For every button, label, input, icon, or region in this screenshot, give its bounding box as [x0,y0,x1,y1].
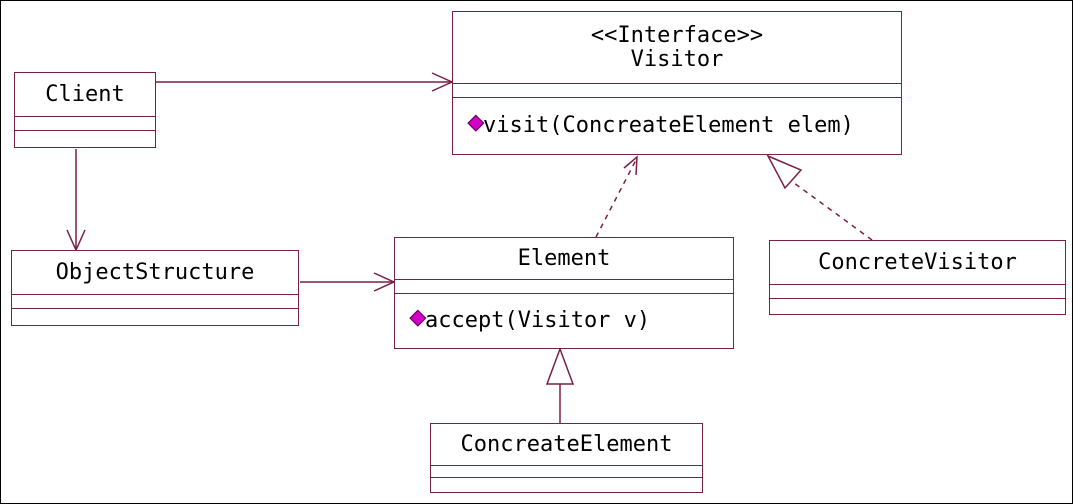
element-attributes [395,280,733,294]
objectstructure-class[interactable]: ObjectStructure [11,250,299,326]
client-class[interactable]: Client [14,72,156,148]
objectstructure-name: ObjectStructure [12,251,298,295]
concreateelement-to-element-generalization [545,346,575,423]
client-attributes [15,117,155,131]
concreateelement-attributes [431,466,702,478]
element-to-visitor-dependency [595,155,638,238]
visitor-visit-operation: visit(ConcreateElement elem) [483,113,854,138]
client-operations [15,131,155,146]
objectstructure-attributes [12,295,298,309]
visitor-operations: visit(ConcreateElement elem) [453,98,901,153]
concretevisitor-attributes [770,285,1065,299]
objectstructure-operations [12,309,298,324]
visitor-stereotype: <<Interface>> [590,22,764,48]
visitor-name: Visitor [630,46,724,72]
concretevisitor-name: ConcreteVisitor [770,241,1065,285]
visitor-interface[interactable]: <<Interface>> Visitor visit(ConcreateEle… [452,11,902,155]
objectstructure-to-element-association [300,272,396,292]
operation-icon [467,114,485,132]
concreateelement-class[interactable]: ConcreateElement [430,423,703,493]
concretevisitor-class[interactable]: ConcreteVisitor [769,240,1066,315]
visitor-attributes [453,84,901,98]
element-accept-operation: accept(Visitor v) [425,308,651,333]
concretevisitor-operations [770,299,1065,313]
concreateelement-operations [431,478,702,491]
client-name: Client [15,73,155,117]
operation-icon [409,309,427,327]
element-class[interactable]: Element accept(Visitor v) [394,237,734,349]
client-to-visitor-association [156,72,454,92]
client-to-objectstructure-association [66,149,86,252]
element-operations: accept(Visitor v) [395,294,733,347]
visitor-header: <<Interface>> Visitor [453,12,901,84]
element-name: Element [395,238,733,280]
concretevisitor-to-visitor-realization [766,154,873,241]
concreateelement-name: ConcreateElement [431,424,702,466]
